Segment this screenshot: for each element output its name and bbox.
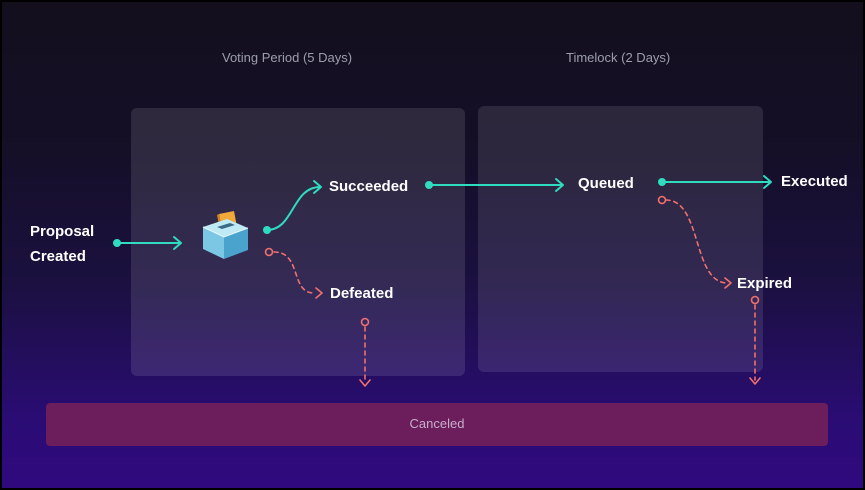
failure-paths xyxy=(273,199,756,383)
proposal-label-line2: Created xyxy=(30,248,86,265)
succeeded-label: Succeeded xyxy=(329,178,409,195)
vote-node xyxy=(263,226,271,234)
defeated-arrowhead xyxy=(315,287,323,299)
timelock-label: Timelock (2 Days) xyxy=(566,50,671,65)
queued-arrowhead xyxy=(555,178,564,192)
succeeded-node xyxy=(425,181,433,189)
success-nodes xyxy=(113,178,666,247)
timelock-panel xyxy=(478,106,763,372)
succeeded-arrowhead xyxy=(313,180,322,194)
canceled-bar: Canceled xyxy=(46,403,828,446)
failure-arrowheads xyxy=(315,277,761,387)
queued-node xyxy=(658,178,666,186)
success-paths xyxy=(116,175,772,250)
proposal-label-line1: Proposal xyxy=(30,223,95,240)
expired-arrowhead xyxy=(724,277,732,289)
canceled-label: Canceled xyxy=(409,416,465,431)
proposal-arrowhead xyxy=(173,236,182,250)
expired-node xyxy=(750,295,760,305)
defeated-cancel-arrowhead xyxy=(359,379,371,387)
queued-to-expired-arrow xyxy=(665,199,728,284)
queued-label: Queued xyxy=(578,175,634,192)
vote-fail-node xyxy=(264,247,274,257)
executed-label: Executed xyxy=(781,173,848,190)
vote-to-succeeded-arrow xyxy=(266,186,321,231)
defeated-node xyxy=(360,317,370,327)
vote-to-defeated-arrow xyxy=(273,251,315,294)
failure-nodes xyxy=(264,195,760,327)
expired-label: Expired xyxy=(737,275,793,292)
ballot-box-icon xyxy=(202,211,249,259)
executed-arrowhead xyxy=(763,175,772,189)
defeated-label: Defeated xyxy=(330,285,394,302)
voting-period-label: Voting Period (5 Days) xyxy=(222,50,353,65)
voting-period-panel xyxy=(131,108,465,376)
proposal-node xyxy=(113,239,121,247)
proposal-created-label: Proposal Created xyxy=(30,219,94,269)
queued-fail-node xyxy=(657,195,667,205)
expired-cancel-arrowhead xyxy=(749,377,761,385)
